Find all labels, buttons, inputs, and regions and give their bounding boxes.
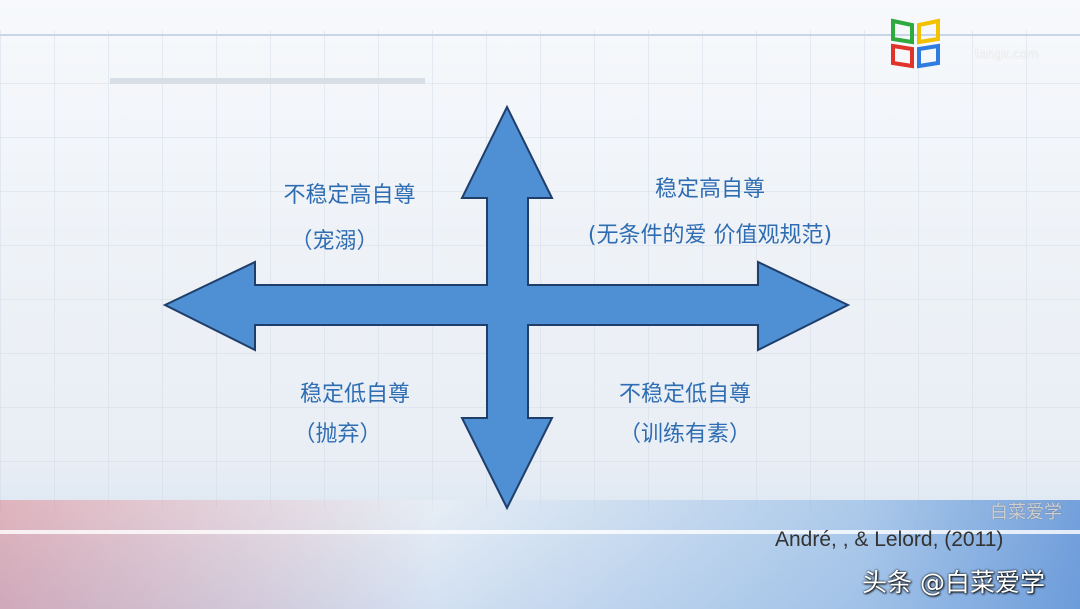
quadrant-subtitle: （抛弃） xyxy=(293,422,382,447)
logo-icon xyxy=(890,18,942,74)
horizontal-arrow xyxy=(162,260,488,352)
bottom-decor-band xyxy=(0,500,1080,609)
citation: André, , & Lelord, (2011) xyxy=(775,528,1004,551)
logo-text: tangx.com xyxy=(975,47,1039,61)
decorative-bar xyxy=(110,78,425,84)
top-divider xyxy=(0,34,1080,36)
quadrant-top-left: 不稳定高自尊 （宠溺） xyxy=(262,176,437,262)
arrow-center xyxy=(486,286,529,324)
quadrant-title: 稳定高自尊 xyxy=(654,177,765,202)
watermark-secondary: 白菜爱学 xyxy=(990,502,1062,523)
horizontal-arrow-right xyxy=(527,260,851,352)
quadrant-title: 不稳定高自尊 xyxy=(283,183,416,208)
watermark: 头条 @白菜爱学 xyxy=(862,568,1045,597)
quadrant-title: 不稳定低自尊 xyxy=(618,382,751,407)
quadrant-subtitle: (无条件的爱 价值观规范) xyxy=(587,223,833,248)
quadrant-subtitle: （宠溺） xyxy=(290,229,379,254)
quadrant-top-right: 稳定高自尊 (无条件的爱 价值观规范) xyxy=(550,170,870,256)
quadrant-bottom-right: 不稳定低自尊 （训练有素） xyxy=(590,375,780,455)
quadrant-title: 稳定低自尊 xyxy=(299,382,410,407)
quadrant-bottom-left: 稳定低自尊 （抛弃） xyxy=(280,375,430,455)
quadrant-subtitle: （训练有素） xyxy=(618,422,751,447)
